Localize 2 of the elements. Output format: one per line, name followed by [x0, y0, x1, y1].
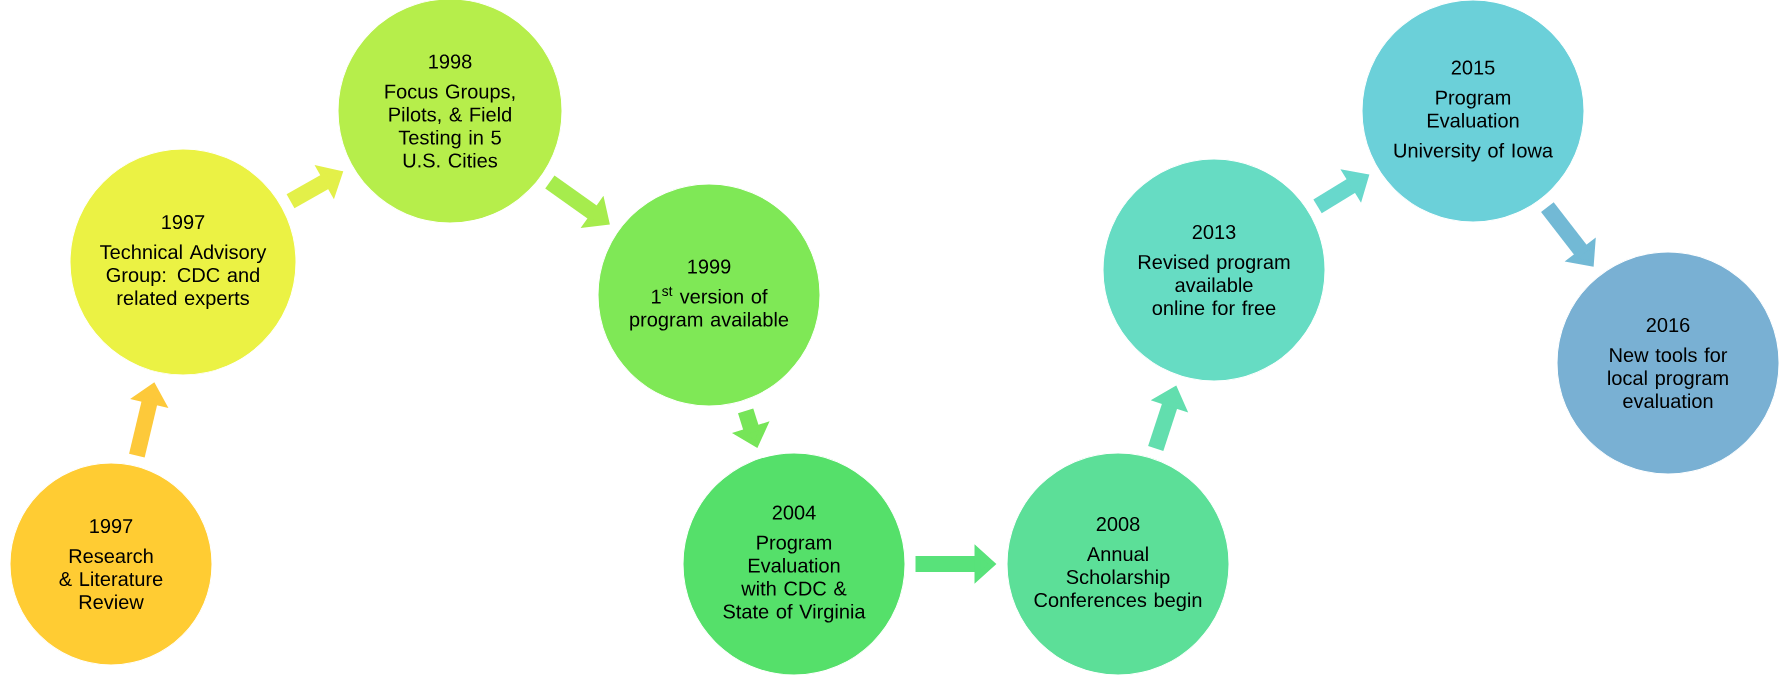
block-arrow	[1541, 202, 1596, 267]
block-arrow	[545, 175, 610, 228]
